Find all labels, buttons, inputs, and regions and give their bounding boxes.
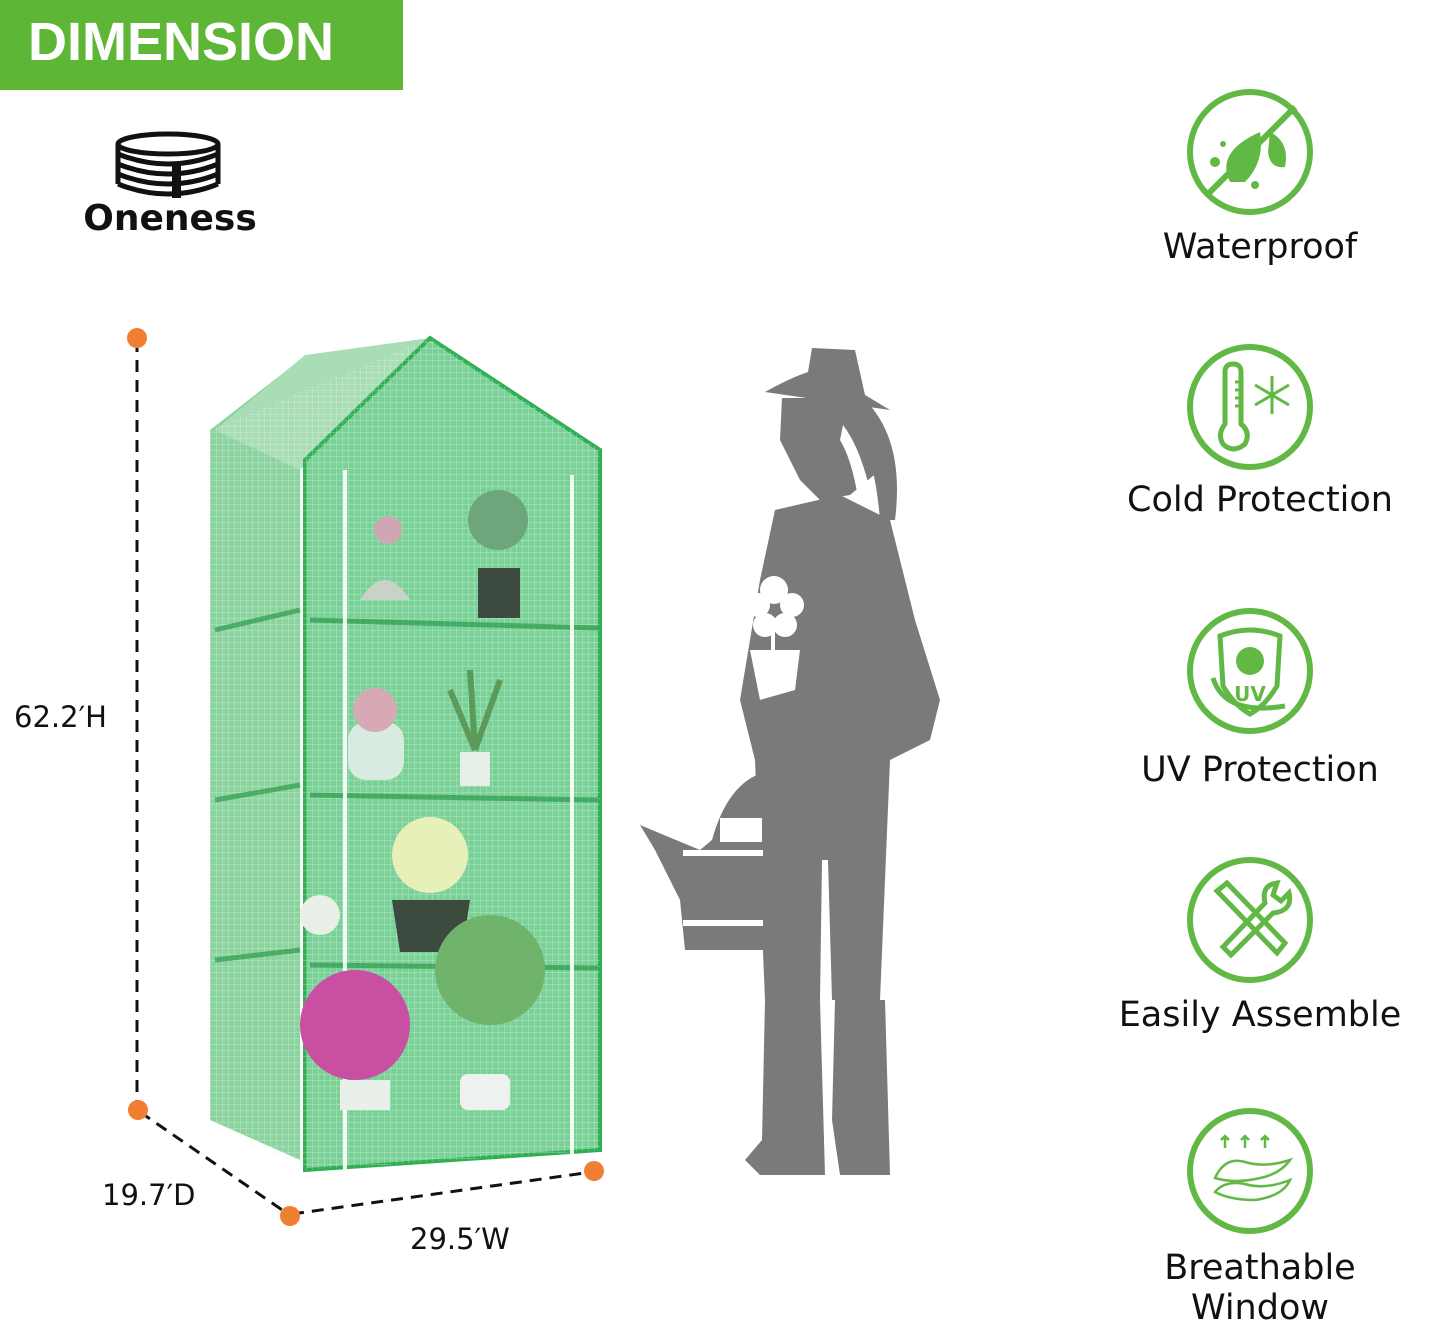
- svg-text:UV: UV: [1234, 682, 1266, 706]
- height-top-marker: [127, 328, 147, 348]
- feature-label: Cold Protection: [1127, 480, 1393, 520]
- width-left-marker: [280, 1206, 300, 1226]
- tools-icon: [1187, 857, 1313, 983]
- feature-waterproof: Waterproof: [1090, 87, 1430, 307]
- thermometer-snowflake-icon: [1187, 344, 1313, 470]
- feature-breathable-window: Breathable Window: [1090, 1106, 1430, 1328]
- brand-name: Oneness: [83, 198, 257, 239]
- feature-cold-protection: Cold Protection: [1090, 342, 1430, 562]
- greenhouse: [210, 335, 602, 1173]
- dimension-banner: DIMENSION: [0, 0, 403, 90]
- plants: [300, 490, 545, 1110]
- feature-label: Breathable Window: [1164, 1248, 1356, 1328]
- banner-title: DIMENSION: [28, 12, 335, 72]
- waterproof-icon: [1187, 89, 1313, 215]
- depth-label: 19.7′D: [102, 1178, 196, 1212]
- product-illustration: [127, 328, 940, 1226]
- height-bottom-marker: [128, 1100, 148, 1120]
- uv-shield-icon: UV: [1187, 608, 1313, 734]
- feature-label: Waterproof: [1162, 227, 1358, 267]
- coiled-rings-logo-icon: [115, 131, 221, 198]
- feature-easily-assemble: Easily Assemble: [1090, 855, 1430, 1075]
- person-silhouette: [640, 348, 940, 1175]
- feature-label: UV Protection: [1141, 750, 1379, 790]
- width-right-marker: [584, 1161, 604, 1181]
- height-label: 62.2′H: [14, 700, 107, 734]
- feature-label: Easily Assemble: [1118, 995, 1402, 1035]
- feature-uv-protection: UV UV Protection: [1090, 606, 1430, 826]
- width-label: 29.5′W: [410, 1222, 510, 1256]
- dimension-lines: [135, 340, 593, 1216]
- breathable-fabric-icon: [1187, 1108, 1313, 1234]
- dimension-markers: [127, 328, 604, 1226]
- brand-logo: Oneness: [80, 120, 260, 245]
